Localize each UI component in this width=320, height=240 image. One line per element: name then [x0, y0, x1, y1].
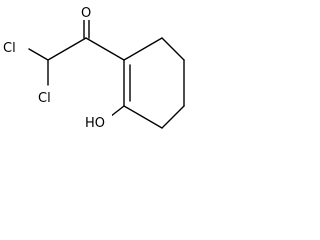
bond-ring-1-2 [123, 37, 163, 61]
bond-ring-2-3 [161, 37, 185, 61]
bond-c2-c1 [47, 37, 87, 61]
bond-c1-ring [85, 37, 125, 61]
chemical-structure: O Cl Cl HO [2, 2, 185, 131]
chlorine-label-2: Cl [38, 91, 51, 106]
bond-c2-cl1 [28, 48, 49, 61]
bond-ring-5-6 [123, 105, 163, 129]
carbonyl-oxygen-label: O [81, 6, 91, 21]
atom-labels: O Cl Cl HO [2, 2, 112, 131]
bond-ring-4-5 [161, 105, 185, 129]
hydroxyl-label: HO [85, 116, 105, 131]
chlorine-label-1: Cl [3, 41, 16, 56]
bond-group [28, 19, 185, 129]
